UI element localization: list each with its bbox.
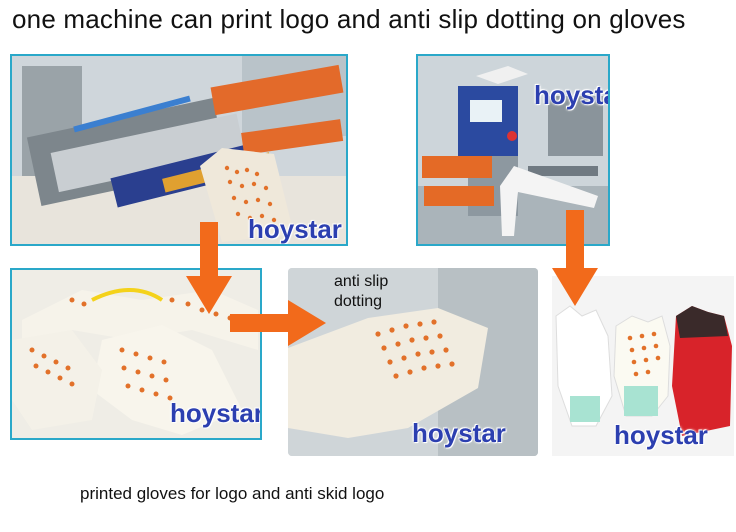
anti-slip-annotation: anti slip dotting (334, 272, 388, 312)
page-caption: printed gloves for logo and anti skid lo… (80, 484, 385, 503)
hoystar-watermark: hoystar (170, 398, 262, 428)
hoystar-watermark: hoystar (534, 80, 608, 110)
glove-display-illustration (552, 276, 734, 456)
photo-anti-slip-glove: anti slip dotting hoystar (288, 268, 538, 456)
anti-slip-glove-illustration (288, 268, 538, 456)
arrow-down-right (552, 210, 598, 306)
annotation-line-2: dotting (334, 293, 383, 310)
hoystar-watermark: hoystar (248, 214, 342, 244)
printing-machine-illustration (12, 56, 346, 244)
arrow-down-left (186, 222, 232, 314)
photo-glove-display: hoystar (552, 276, 734, 456)
photo-printing-machine: hoystar (10, 54, 348, 246)
page-title: one machine can print logo and anti slip… (12, 4, 686, 34)
hoystar-watermark: hoystar (614, 420, 708, 450)
annotation-line-1: anti slip (334, 273, 389, 290)
printed-gloves-illustration (12, 270, 260, 438)
hoystar-watermark: hoystar (412, 418, 506, 448)
photo-printed-gloves: hoystar (10, 268, 262, 440)
photo-rotary-machine: hoystar (416, 54, 610, 246)
arrow-right (230, 300, 326, 346)
